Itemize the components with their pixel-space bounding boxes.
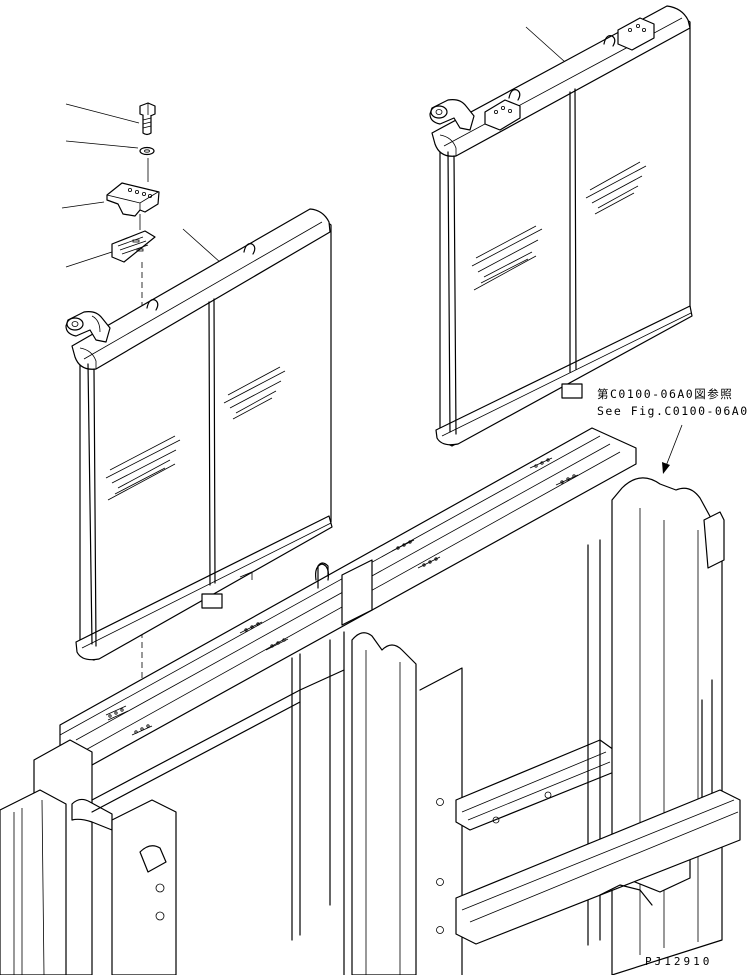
radiator-core-left (65, 208, 333, 661)
bracket (106, 182, 160, 217)
bolt (139, 102, 156, 136)
drawing-code: PJ12910 (645, 955, 713, 968)
radiator-core-right (429, 5, 693, 447)
reference-arrow (662, 424, 683, 474)
reference-note: 第C0100-06A0図参照 See Fig.C0100-06A0 (597, 386, 749, 420)
callout-leaders (61, 26, 566, 268)
beam-bolt-holes (105, 457, 579, 736)
reference-note-japanese: 第C0100-06A0図参照 (597, 387, 734, 401)
shim-plate (111, 230, 156, 263)
reference-note-english: See Fig.C0100-06A0 (597, 404, 749, 418)
washer (139, 146, 155, 156)
radiator-frame (0, 427, 741, 975)
